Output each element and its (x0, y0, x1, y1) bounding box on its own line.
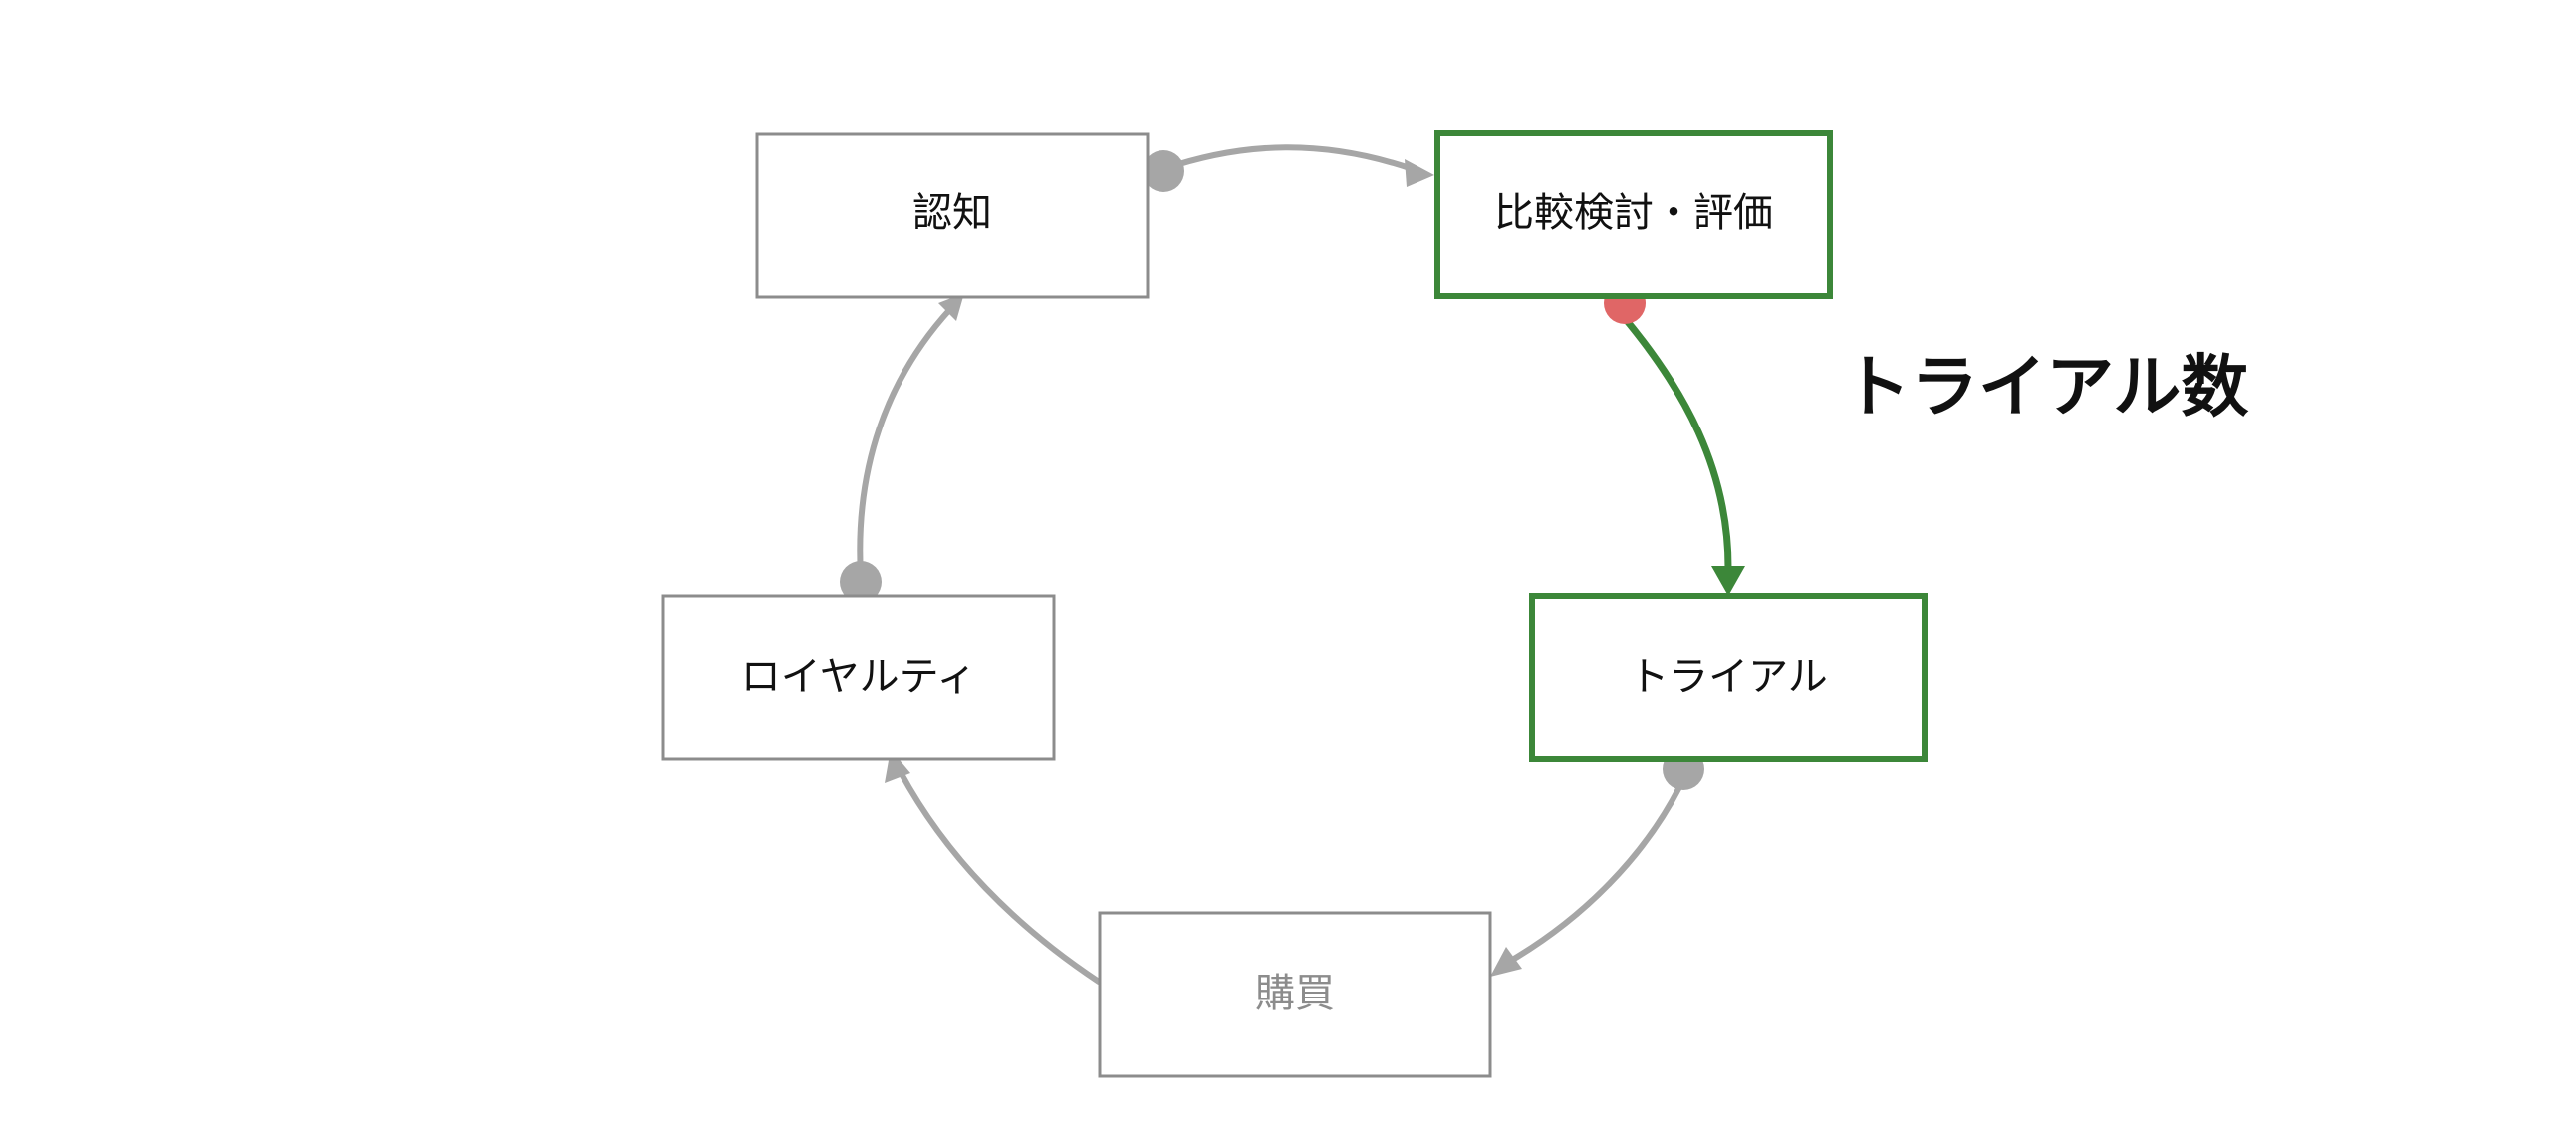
node-loyalty: ロイヤルティ (661, 594, 1056, 761)
metric-label: トライアル数 (1843, 349, 2248, 428)
edge-trial-to-purchase (1511, 784, 1682, 962)
node-purchase-box (1098, 911, 1492, 1078)
edge-start-dot-loyalty (840, 561, 882, 603)
edge-loyalty-to-awareness (857, 306, 953, 579)
node-loyalty-label: ロイヤルティ (741, 654, 976, 700)
arrowhead-evaluation (1405, 159, 1434, 187)
arrowhead-awareness (938, 293, 964, 321)
node-evaluation: 比較検討・評価 (1434, 130, 1833, 299)
node-trial-box (1529, 593, 1928, 762)
edge-start-dot-awareness (1143, 150, 1184, 192)
edge-evaluation-to-trial (1620, 313, 1732, 572)
node-awareness-label: 認知 (912, 190, 992, 236)
edge-awareness-to-evaluation (1160, 144, 1416, 172)
node-trial-label: トライアル (1629, 654, 1828, 700)
arrowhead-purchase (1490, 947, 1522, 977)
node-evaluation-label: 比較検討・評価 (1494, 190, 1773, 236)
node-awareness: 認知 (755, 132, 1150, 299)
node-evaluation-box (1434, 130, 1833, 299)
node-trial: トライアル (1529, 593, 1928, 762)
node-purchase-label: 購買 (1255, 971, 1335, 1016)
node-loyalty-box (661, 594, 1056, 761)
node-purchase: 購買 (1098, 911, 1492, 1078)
node-awareness-box (755, 132, 1150, 299)
arrowhead-trial (1711, 566, 1745, 596)
edge-purchase-to-loyalty (898, 769, 1102, 985)
